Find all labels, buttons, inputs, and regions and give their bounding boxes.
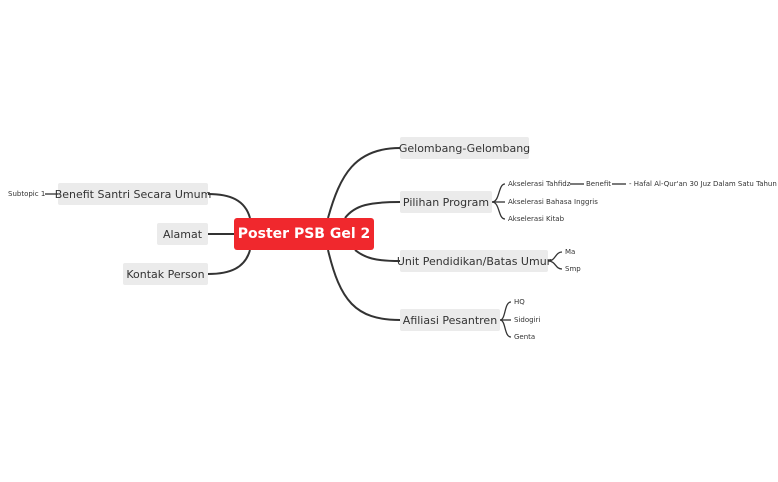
subtopic-smp[interactable]: Smp xyxy=(565,265,581,273)
topic-kontak-person[interactable]: Kontak Person xyxy=(123,263,208,285)
subtopic-1[interactable]: Subtopic 1 xyxy=(8,190,46,198)
topic-benefit-santri[interactable]: Benefit Santri Secara Umum xyxy=(55,183,211,205)
central-topic[interactable]: Poster PSB Gel 2 xyxy=(234,218,374,250)
connector-central-afiliasi xyxy=(327,249,401,321)
connector-unit-smp xyxy=(547,260,563,270)
connector-central-pilihan xyxy=(344,201,401,219)
connector-central-gelombang xyxy=(327,147,401,219)
topic-gelombang[interactable]: Gelombang-Gelombang xyxy=(399,137,530,159)
subtopic-akselerasi-kitab[interactable]: Akselerasi Kitab xyxy=(508,215,565,223)
subtopic-hafal-quran[interactable]: - Hafal Al-Qur'an 30 Juz Dalam Satu Tahu… xyxy=(629,180,777,188)
subtopic-hq[interactable]: HQ xyxy=(514,298,525,306)
topic-unit-pendidikan[interactable]: Unit Pendidikan/Batas Umur xyxy=(397,250,551,272)
connector-pilihan-kitab xyxy=(491,201,506,220)
connector-central-benefit xyxy=(207,193,251,219)
subtopic-benefit[interactable]: Benefit xyxy=(586,180,612,188)
connector-central-unit xyxy=(354,249,401,262)
topic-afiliasi-pesantren[interactable]: Afiliasi Pesantren xyxy=(400,309,500,331)
subtopic-akselerasi-bahasa[interactable]: Akselerasi Bahasa Inggris xyxy=(508,198,598,206)
subtopic-genta[interactable]: Genta xyxy=(514,333,536,341)
topic-pilihan-program[interactable]: Pilihan Program xyxy=(400,191,492,213)
connector-afiliasi-hq xyxy=(499,301,512,321)
connector-pilihan-tahfidz xyxy=(491,183,506,203)
connector-afiliasi-genta xyxy=(499,319,512,338)
topic-alamat[interactable]: Alamat xyxy=(157,223,208,245)
subtopic-akselerasi-tahfidz[interactable]: Akselerasi Tahfidz xyxy=(508,180,571,188)
connector-central-kontak xyxy=(207,249,251,275)
subtopic-sidogiri[interactable]: Sidogiri xyxy=(514,316,541,324)
subtopic-ma[interactable]: Ma xyxy=(565,248,576,256)
